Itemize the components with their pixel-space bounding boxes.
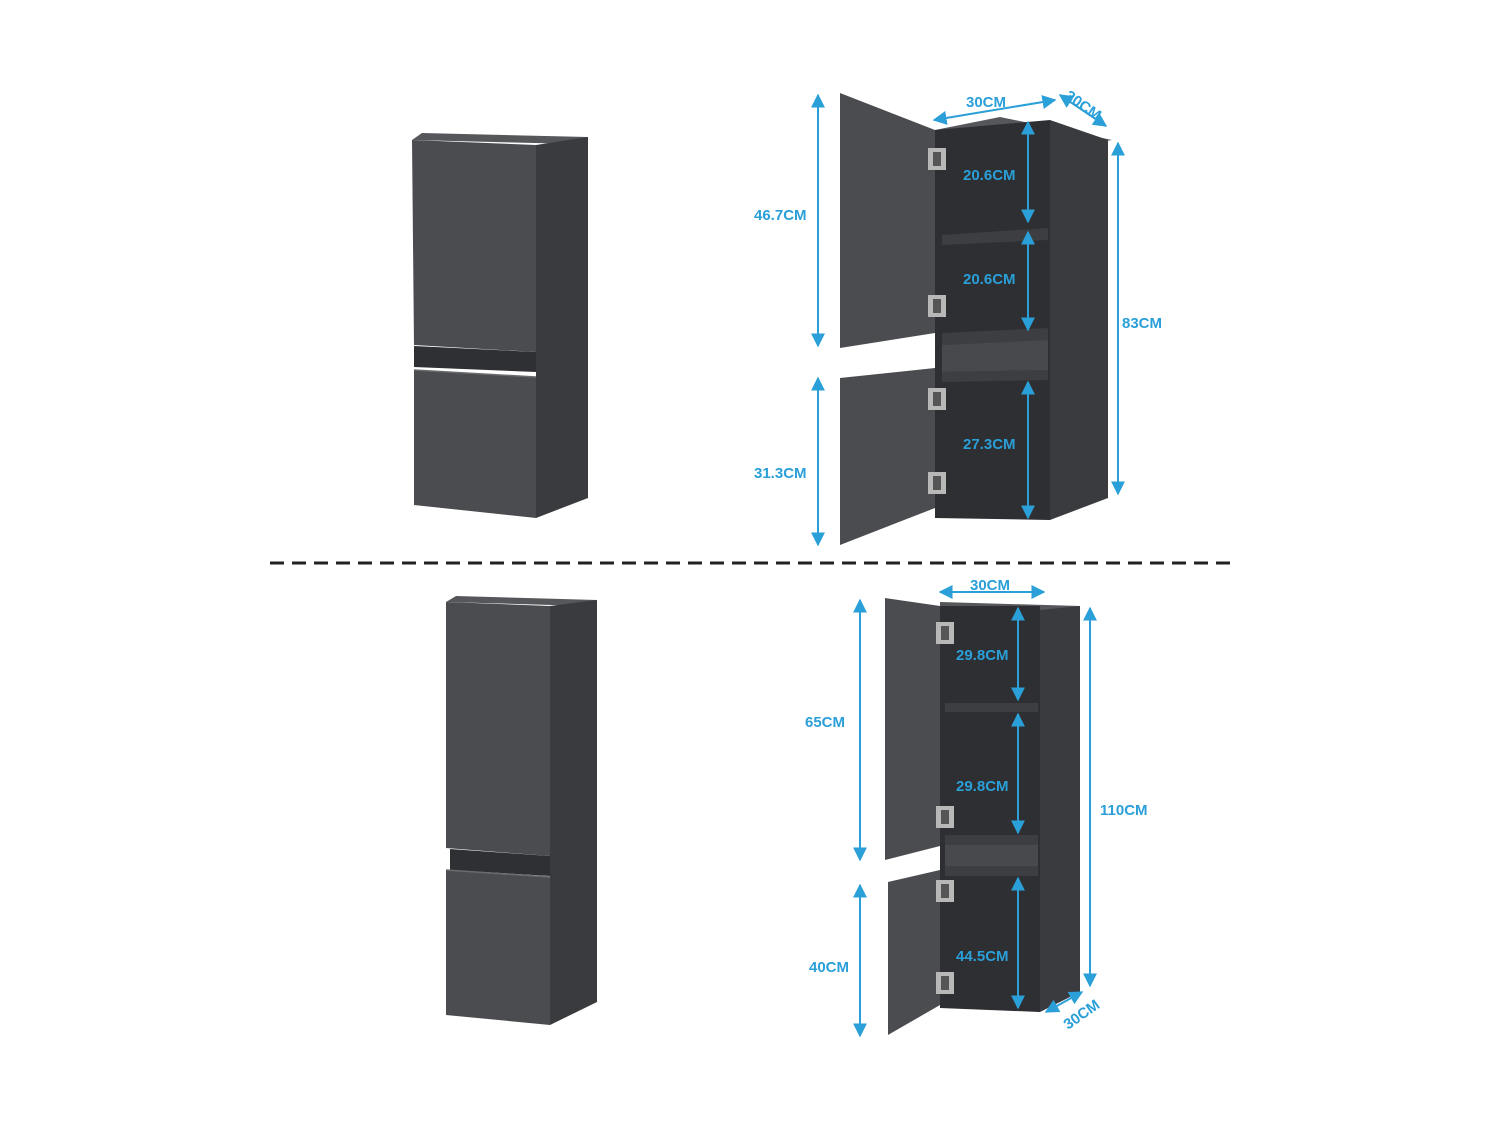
bottom-open-cabinet-shelf-2 xyxy=(945,835,1038,845)
top-closed-cabinet-upper-door xyxy=(412,140,536,352)
label-bottom-compartment-height: 27.3CM xyxy=(963,436,1016,453)
bottom-open-cabinet-side xyxy=(1040,606,1080,1012)
label-depth-bottom: 30CM xyxy=(1061,996,1104,1033)
top-open-cabinet-niche-back xyxy=(942,340,1048,372)
top-open-cabinet-shelf-2 xyxy=(942,328,1048,345)
dim-line-depth xyxy=(1058,94,1108,127)
hinge-icon xyxy=(928,388,946,410)
dim-line-depth-bottom xyxy=(1044,991,1084,1013)
hinge-icon xyxy=(928,472,946,494)
top-closed-cabinet xyxy=(412,133,588,518)
label-upper-door-height: 46.7CM xyxy=(754,207,807,224)
top-open-cabinet-side xyxy=(1050,120,1108,520)
top-closed-cabinet-lower-door xyxy=(414,370,536,518)
top-closed-cabinet-open-niche xyxy=(414,346,536,372)
top-open-cabinet-shelf-3 xyxy=(942,370,1048,382)
label-depth: 30CM xyxy=(1062,87,1105,124)
hinge-icon xyxy=(936,622,954,644)
hinge-icon xyxy=(928,148,946,170)
bottom-closed-cabinet-lower-door xyxy=(446,870,550,1025)
label-shelf-2-height: 20.6CM xyxy=(963,271,1016,288)
label-width-bottom: 30CM xyxy=(970,577,1010,594)
bottom-closed-cabinet-side xyxy=(550,600,597,1025)
label-width: 30CM xyxy=(966,94,1006,111)
bottom-open-cabinet-shelf-1 xyxy=(945,703,1038,712)
bottom-open-cabinet: 30CM 29.8CM 29.8CM 44.5CM 65CM 40CM 110C… xyxy=(805,577,1148,1038)
dim-line-width xyxy=(932,95,1057,125)
label-shelf-1-bottom: 29.8CM xyxy=(956,647,1009,664)
label-shelf-2-bottom: 29.8CM xyxy=(956,778,1009,795)
label-bottom-compartment-bottom: 44.5CM xyxy=(956,948,1009,965)
label-shelf-1-height: 20.6CM xyxy=(963,167,1016,184)
top-open-cabinet-lower-door xyxy=(840,368,935,545)
label-lower-door-bottom: 40CM xyxy=(809,959,849,976)
hinge-icon xyxy=(928,295,946,317)
top-closed-cabinet-side xyxy=(536,137,588,518)
top-open-cabinet-upper-door xyxy=(840,93,935,348)
bottom-open-cabinet-shelf-3 xyxy=(945,866,1038,876)
bottom-closed-cabinet xyxy=(445,596,597,1025)
bottom-closed-cabinet-top xyxy=(446,596,597,606)
hinge-icon xyxy=(936,972,954,994)
bottom-open-cabinet-niche-back xyxy=(945,845,1038,866)
hinge-icon xyxy=(936,880,954,902)
top-open-cabinet: 46.7CM 31.3CM 30CM 30CM 20.6CM 20.6CM 27… xyxy=(754,87,1162,547)
bottom-closed-cabinet-door-edge xyxy=(445,869,551,878)
bottom-closed-cabinet-open-niche xyxy=(450,849,550,876)
label-total-height-bottom: 110CM xyxy=(1100,802,1148,819)
top-closed-cabinet-top xyxy=(412,133,588,144)
label-total-height: 83CM xyxy=(1122,315,1162,332)
bottom-open-cabinet-lower-door xyxy=(888,870,940,1035)
bottom-closed-cabinet-upper-door xyxy=(446,602,550,856)
label-lower-door-height: 31.3CM xyxy=(754,465,807,482)
hinge-icon xyxy=(936,806,954,828)
label-upper-door-bottom: 65CM xyxy=(805,714,845,731)
bottom-open-cabinet-upper-door xyxy=(885,598,940,860)
top-closed-cabinet-door-edge xyxy=(413,369,537,378)
